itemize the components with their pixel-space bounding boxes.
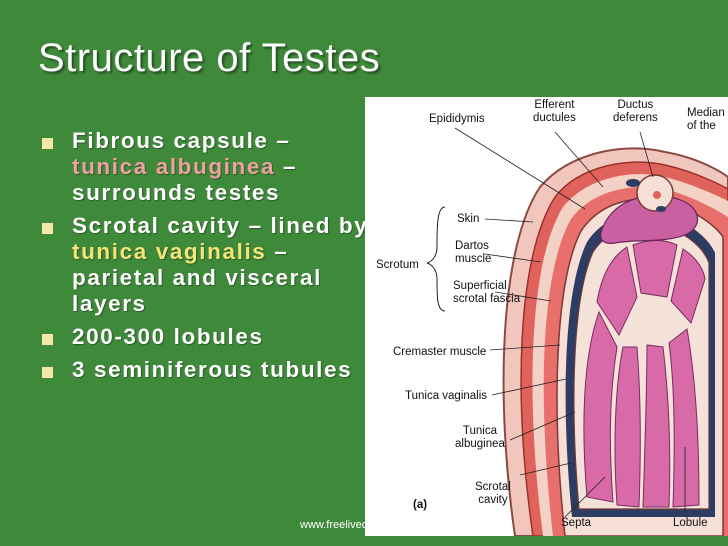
- label-scrotum: Scrotum: [376, 259, 419, 271]
- label-lobule: Lobule: [673, 517, 708, 529]
- square-bullet-icon: [42, 223, 53, 234]
- bullet-text: 3 seminiferous tubules: [72, 357, 352, 382]
- bullet-item: Fibrous capsule – tunica albuginea – sur…: [40, 128, 370, 206]
- bullet-text: Fibrous capsule – tunica albuginea – sur…: [72, 128, 297, 205]
- bullet-list: Fibrous capsule – tunica albuginea – sur…: [40, 128, 370, 390]
- square-bullet-icon: [42, 367, 53, 378]
- label-septa: Septa: [561, 517, 592, 529]
- label-panel-a: (a): [413, 499, 428, 511]
- bullet-text-part: 3 seminiferous tubules: [72, 357, 353, 382]
- slide-title: Structure of Testes: [38, 36, 381, 80]
- label-skin: Skin: [457, 213, 480, 225]
- bullet-text-part: Fibrous capsule –: [72, 128, 291, 153]
- label-tunica-vaginalis: Tunica vaginalis: [405, 390, 488, 402]
- bullet-text-part: Scrotal cavity – lined by: [72, 213, 369, 238]
- bullet-item: 200-300 lobules: [40, 324, 370, 350]
- highlight-term: tunica vaginalis: [72, 239, 267, 264]
- bullet-text-part: 200-300 lobules: [72, 324, 264, 349]
- bullet-text: 200-300 lobules: [72, 324, 264, 349]
- label-cremaster-muscle: Cremaster muscle: [393, 346, 487, 358]
- testis-illustration: [426, 127, 728, 536]
- bullet-item: 3 seminiferous tubules: [40, 357, 370, 383]
- bullet-item: Scrotal cavity – lined by tunica vaginal…: [40, 213, 370, 317]
- square-bullet-icon: [42, 334, 53, 345]
- bullet-text-part: – parietal and visceral layers: [72, 239, 322, 316]
- highlight-term: tunica albuginea: [72, 154, 276, 179]
- square-bullet-icon: [42, 138, 53, 149]
- label-epididymis: Epididymis: [429, 113, 485, 125]
- bullet-text: Scrotal cavity – lined by tunica vaginal…: [72, 213, 368, 316]
- bullet-text-part: – surrounds testes: [72, 154, 298, 205]
- footer-url: www.freelivedoctor.com: [300, 519, 416, 531]
